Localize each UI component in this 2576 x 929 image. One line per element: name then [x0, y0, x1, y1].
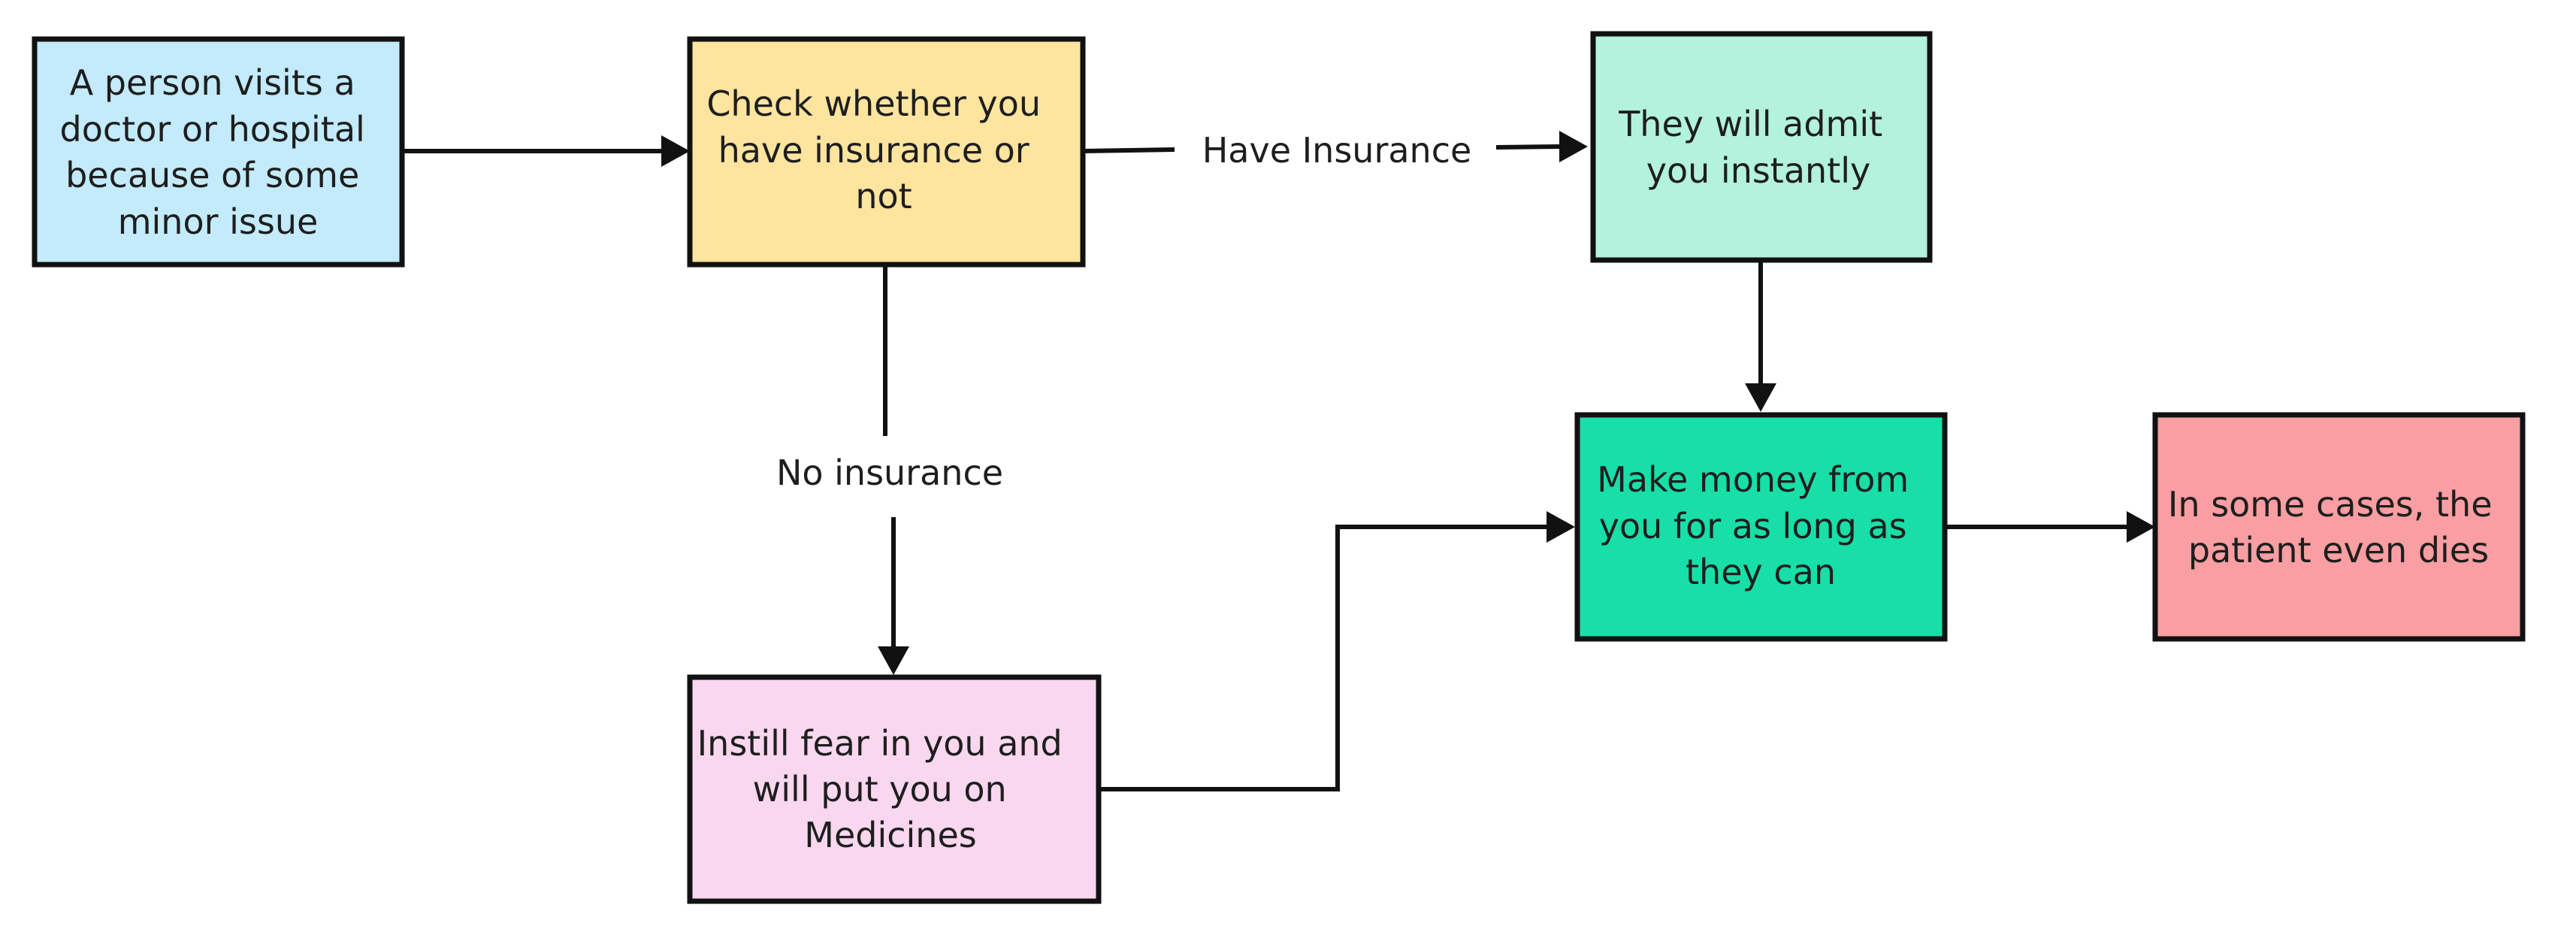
node-visit-box [32, 36, 405, 268]
node-money-line-2: you for as long as [1599, 506, 1907, 546]
edge-fear-to-money [1099, 525, 1547, 791]
node-admit-line-1: They will admit [1618, 104, 1882, 144]
arrowhead-check-to-fear [878, 646, 909, 675]
arrowhead-fear-to-money [1547, 511, 1575, 543]
arrowhead-admit-to-money [1745, 383, 1776, 412]
node-fear-line-2: will put you on [753, 769, 1007, 809]
arrowhead-money-to-dies [2127, 511, 2155, 543]
node-check-line-2: have insurance or [718, 130, 1029, 171]
node-admit: They will admit you instantly [1590, 31, 1933, 263]
node-dies: In some cases, the patient even dies [2152, 412, 2526, 642]
node-money-line-3: they can [1686, 552, 1836, 592]
node-money-box [1574, 412, 1948, 642]
node-visit-text: A person visits a doctor or hospital bec… [60, 62, 376, 242]
node-money: Make money from you for as long as they … [1574, 412, 1948, 642]
arrowhead-check-to-admit [1559, 131, 1588, 162]
node-visit: A person visits a doctor or hospital bec… [32, 36, 405, 268]
node-fear-line-1: Instill fear in you and [697, 723, 1063, 764]
node-admit-box [1590, 31, 1933, 263]
node-fear-text: Instill fear in you and will put you on … [697, 723, 1074, 855]
node-dies-line-2: patient even dies [2188, 530, 2489, 570]
node-check-text: Check whether you have insurance or not [706, 83, 1051, 216]
node-check-line-3: not [855, 176, 912, 216]
node-admit-text: They will admit you instantly [1618, 104, 1894, 191]
connectors [402, 131, 2155, 791]
node-money-text: Make money from you for as long as they … [1597, 459, 1920, 592]
node-dies-box [2152, 412, 2526, 642]
node-visit-line-4: minor issue [118, 201, 319, 242]
node-check-line-1: Check whether you [706, 83, 1041, 124]
edge-check-to-admit-segment-1 [1082, 147, 1175, 153]
node-dies-text: In some cases, the patient even dies [2168, 484, 2503, 570]
node-check: Check whether you have insurance or not [687, 36, 1086, 268]
node-visit-line-3: because of some [65, 155, 359, 195]
edge-label-no-insurance: No insurance [776, 452, 1003, 493]
node-admit-line-2: you instantly [1646, 150, 1870, 191]
node-visit-line-2: doctor or hospital [60, 109, 365, 150]
node-visit-line-1: A person visits a [70, 62, 355, 103]
node-money-line-1: Make money from [1597, 459, 1909, 500]
edge-label-have-insurance: Have Insurance [1202, 130, 1472, 171]
node-dies-line-1: In some cases, the [2168, 484, 2493, 525]
node-fear: Instill fear in you and will put you on … [687, 674, 1102, 904]
node-fear-box [687, 674, 1102, 904]
node-check-box [687, 36, 1086, 268]
arrowhead-visit-to-check [661, 135, 690, 167]
node-fear-line-3: Medicines [804, 815, 976, 855]
